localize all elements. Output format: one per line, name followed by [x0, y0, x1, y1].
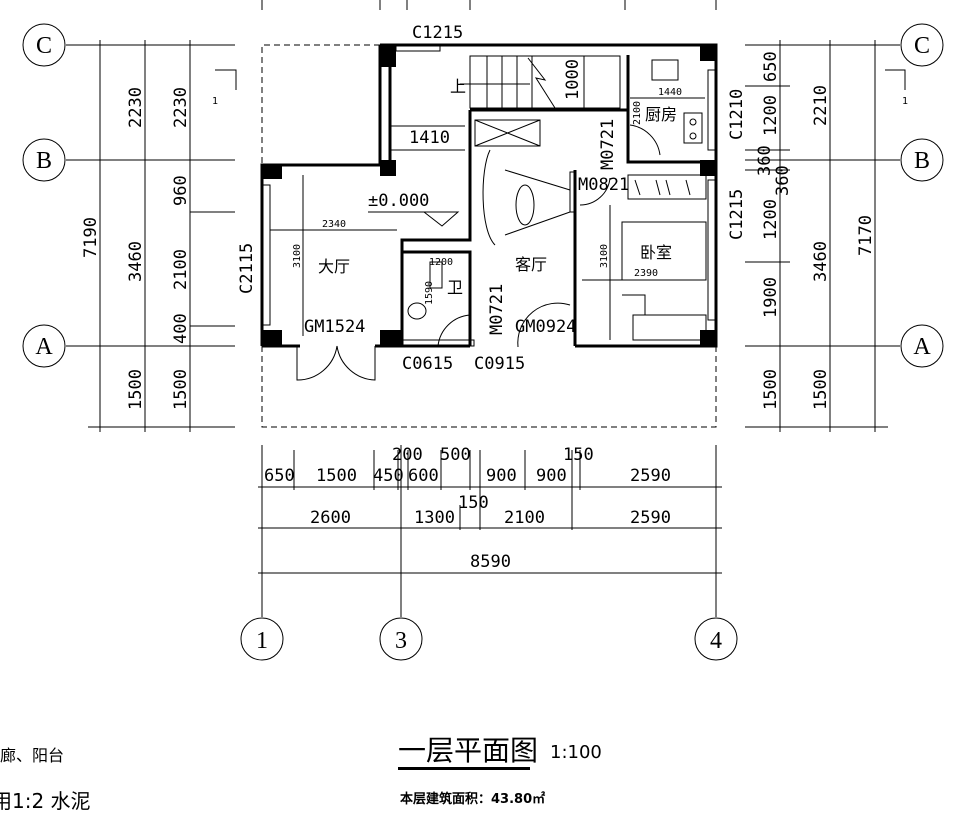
dim-right-mid-0: 2210 — [811, 85, 831, 126]
dim-bottom-top-0: 200 — [392, 445, 423, 465]
bedroom-furniture — [582, 205, 707, 341]
stair — [390, 55, 621, 151]
dim-left-inner-1: 960 — [171, 175, 191, 206]
dim-bottom-row2-top: 150 — [458, 493, 489, 513]
living-furniture — [437, 119, 611, 348]
dim-left-inner-0: 2230 — [171, 87, 191, 128]
bath-fixtures — [407, 261, 443, 320]
room-label-kitchen: 厨房 — [645, 105, 677, 124]
dim-bottom-row1-4: 900 — [486, 466, 517, 486]
dim-right-inner-2: 360 — [755, 145, 775, 176]
dim-bottom-top-1: 500 — [440, 445, 471, 465]
axis-label-b: B — [36, 148, 52, 174]
right-dim-lines — [745, 40, 888, 432]
note-line-2: 用1:2 水泥 — [0, 789, 91, 813]
axis-label-1: 1 — [256, 628, 268, 654]
dim-bottom-top-2: 150 — [563, 445, 594, 465]
dim-kitchen-width: 1440 — [658, 87, 682, 98]
top-extension-lines — [261, 0, 717, 10]
dim-right-inner-1: 1200 — [761, 95, 781, 136]
dim-bath-width: 1200 — [429, 257, 453, 268]
dim-bottom-row1-6: 2590 — [630, 466, 671, 486]
dim-left-mid-1: 3460 — [126, 241, 146, 282]
dim-bottom-total: 8590 — [470, 552, 511, 572]
dim-hall-height: 3100 — [292, 244, 303, 268]
dim-right-inner-6: 1500 — [761, 369, 781, 410]
dim-left-inner-4: 1500 — [171, 369, 191, 410]
dim-right-inner-3: 360 — [773, 165, 793, 196]
door-label-bedroom: M0821 — [578, 175, 629, 195]
axis-lines — [66, 44, 900, 617]
dim-bed-width: 2390 — [634, 268, 658, 279]
dim-left-inner-2: 2100 — [171, 249, 191, 290]
wardrobe — [627, 174, 707, 200]
drawing-title: 一层平面图 — [398, 734, 538, 767]
windows — [261, 44, 717, 347]
dim-bottom-row1-0: 650 — [264, 466, 295, 486]
terrace-outline — [261, 44, 717, 428]
room-label-bedroom: 卧室 — [640, 243, 672, 262]
section-mark-left: 1 — [212, 96, 218, 107]
door-label-kitchen: M0721 — [598, 119, 618, 170]
axis-label-c: C — [36, 33, 52, 59]
bottom-dim-lines — [258, 450, 722, 574]
window-label-bath: C0615 — [402, 354, 453, 374]
dim-kitchen-height: 2100 — [632, 101, 643, 125]
note-line-1: 廊、阳台 — [0, 746, 64, 765]
dim-right-mid-1: 3460 — [811, 241, 831, 282]
dim-right-mid-2: 1500 — [811, 369, 831, 410]
dim-bottom-row2-3: 2590 — [630, 508, 671, 528]
dim-bottom-row1-1: 1500 — [316, 466, 357, 486]
window-label-left: C2115 — [237, 243, 257, 294]
dim-stair: 1000 — [563, 59, 583, 100]
axis-label-b-right: B — [914, 148, 930, 174]
dim-bottom-row1-2: 450 — [373, 466, 404, 486]
dim-left-mid-2: 1500 — [126, 369, 146, 410]
dim-right-inner-4: 1200 — [761, 199, 781, 240]
axis-label-3: 3 — [395, 628, 407, 654]
drawing-scale: 1:100 — [550, 742, 602, 763]
dim-left-outer: 7190 — [81, 217, 101, 258]
door-label-bath: M0721 — [487, 284, 507, 335]
window-label-top: C1215 — [412, 23, 463, 43]
section-marks: 1 1 — [212, 69, 908, 107]
dim-hall-width: 2340 — [322, 219, 346, 230]
axis-label-c-right: C — [914, 33, 930, 59]
dim-bed-height: 3100 — [599, 244, 610, 268]
dim-bottom-row1-3: 600 — [408, 466, 439, 486]
room-label-bath: 卫 — [447, 278, 463, 297]
window-label-kitchen: C1210 — [727, 89, 747, 140]
dim-bottom-row2-0: 2600 — [310, 508, 351, 528]
dim-right-inner-0: 650 — [761, 51, 781, 82]
door-label-living: GM0924 — [515, 317, 576, 337]
dim-left-inner-3: 400 — [171, 313, 191, 344]
level-mark: ±0.000 — [368, 191, 429, 211]
axis-label-4: 4 — [710, 628, 722, 654]
dim-bath-height: 1590 — [424, 281, 435, 305]
room-label-hall: 大厅 — [318, 257, 350, 276]
kitchen-fixtures — [629, 59, 705, 156]
title-underline — [398, 767, 530, 770]
axis-bubbles: C C B B A A 1 3 4 — [22, 23, 944, 661]
hall-dims — [270, 175, 460, 381]
columns — [262, 45, 716, 346]
dim-bottom-row2-2: 2100 — [504, 508, 545, 528]
room-label-living: 客厅 — [515, 255, 547, 274]
door-label-main: GM1524 — [304, 317, 365, 337]
axis-label-a-right: A — [913, 334, 931, 360]
floor-area: 本层建筑面积：43.80㎡ — [400, 791, 545, 807]
window-label-living: C0915 — [474, 354, 525, 374]
section-mark-right: 1 — [902, 96, 908, 107]
axis-label-a: A — [35, 334, 53, 360]
window-label-bedroom: C1215 — [727, 189, 747, 240]
left-dim-lines — [88, 40, 235, 432]
stair-up-label: 上 — [450, 77, 466, 96]
dim-bottom-row2-1: 1300 — [414, 508, 455, 528]
dim-right-outer: 7170 — [856, 215, 876, 256]
dim-landing: 1410 — [409, 128, 450, 148]
dim-left-mid-0: 2230 — [126, 87, 146, 128]
dim-bottom-row1-5: 900 — [536, 466, 567, 486]
dim-right-inner-5: 1900 — [761, 277, 781, 318]
